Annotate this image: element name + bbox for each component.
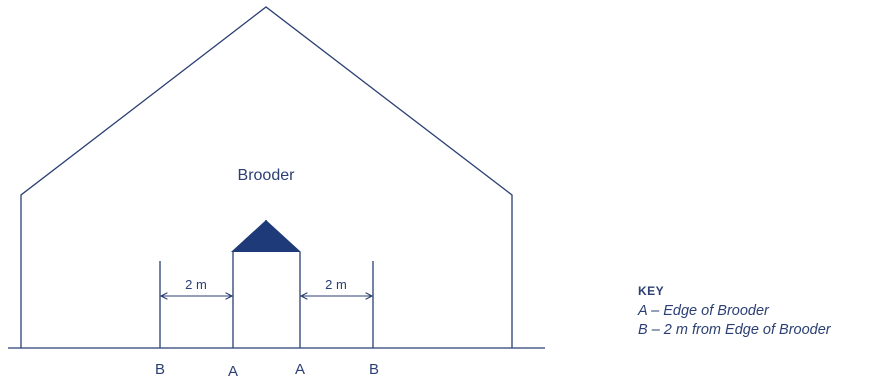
key-legend: KEY A – Edge of Brooder B – 2 m from Edg… [638, 284, 831, 340]
ground-label-b-left: B [155, 361, 165, 378]
dimension-label-left: 2 m [185, 277, 207, 292]
ground-label-b-right: B [369, 361, 379, 378]
key-title: KEY [638, 284, 665, 298]
key-item-a: A – Edge of Brooder [638, 303, 769, 319]
ground-label-a-right: A [295, 361, 305, 378]
brooder-label: Brooder [238, 167, 296, 184]
key-item-b: B – 2 m from Edge of Brooder [638, 322, 831, 338]
dimension-label-right: 2 m [325, 277, 347, 292]
ground-label-a-left: A [228, 363, 238, 380]
house-outline [20, 6, 513, 348]
brooder-canopy [231, 220, 301, 252]
